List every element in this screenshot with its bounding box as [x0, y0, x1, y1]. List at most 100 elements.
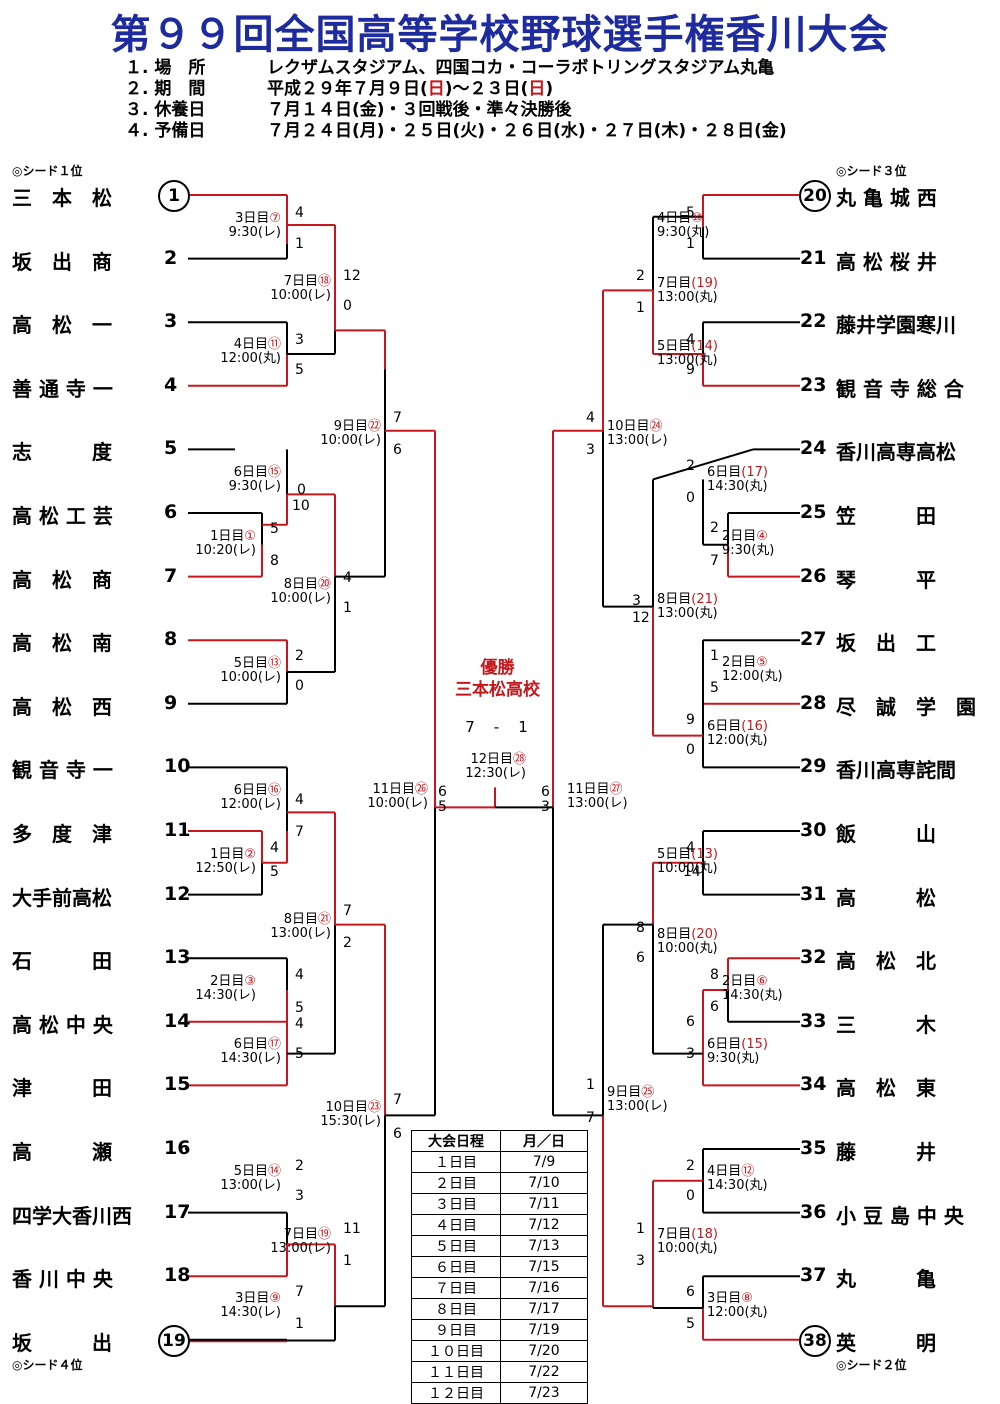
match-time: 10:00(レ)	[270, 591, 331, 606]
schedule-header-day: 大会日程	[411, 1130, 501, 1152]
team-name: 香川高専高松	[836, 440, 956, 465]
seed-label-2: ◎シード２位	[836, 1358, 907, 1372]
schedule-day: ７日目	[411, 1277, 501, 1299]
match-time: 10:00(丸)	[657, 1241, 718, 1256]
schedule-day: ６日目	[411, 1256, 501, 1278]
match-day: 2日目	[722, 529, 757, 544]
match-day: 11日目	[372, 782, 415, 797]
score: 3	[541, 799, 550, 815]
team-number: 29	[800, 755, 827, 778]
match-day: 6日目	[233, 465, 268, 480]
team-number: 14	[164, 1009, 191, 1032]
match-day: 8日目	[283, 577, 318, 592]
match-day: 2日目	[722, 655, 757, 670]
score: 4	[586, 410, 595, 426]
match-day: 9日目	[607, 1085, 642, 1100]
match-number: (16)	[741, 719, 768, 734]
team-name: 高 松	[836, 885, 936, 910]
team-number: 30	[800, 819, 827, 841]
match-info: 6日目(15)9:30(丸)	[707, 1038, 768, 1066]
match-time: 14:30(丸)	[707, 1178, 768, 1193]
schedule-day: ９日目	[411, 1319, 501, 1341]
team-name: 丸 亀 城 西	[836, 186, 937, 210]
match-day: 4日目	[233, 337, 268, 352]
match-time: 14:30(丸)	[722, 988, 783, 1003]
match-number: (19)	[691, 276, 718, 291]
tournament-info: １. 場 所レクザムスタジアム、四国コカ・コーラボトリングスタジアム丸亀 ２. …	[125, 58, 787, 142]
schedule-date: 7/20	[500, 1340, 588, 1362]
match-time: 14:30(丸)	[707, 479, 768, 494]
team-name: 高 松 東	[836, 1076, 936, 1101]
schedule-date: 7/15	[500, 1256, 588, 1278]
match-day: 6日目	[707, 465, 742, 480]
team-number: 31	[800, 882, 827, 905]
match-number: ⑱	[317, 274, 331, 289]
team-number: 33	[800, 1009, 827, 1032]
match-number: ㉑	[317, 912, 331, 927]
score: 2	[686, 458, 695, 474]
score: 3	[632, 593, 641, 609]
team-number: 36	[800, 1200, 827, 1223]
score: 5	[295, 1000, 304, 1016]
score: 11	[343, 1221, 361, 1237]
match-day: 10日目	[607, 419, 650, 434]
team-name: 坂 出	[12, 1330, 112, 1355]
score: 1	[343, 1253, 352, 1269]
schedule-date: 7/22	[500, 1361, 588, 1383]
schedule-header-date: 月／日	[500, 1130, 588, 1152]
match-time: 14:30(レ)	[220, 1305, 281, 1320]
team-name: 四学大香川西	[12, 1203, 132, 1228]
match-day: 10日目	[325, 1100, 368, 1115]
score: 8	[710, 967, 719, 983]
champion-label: 優勝	[480, 658, 515, 678]
match-time: 13:00(丸)	[657, 353, 718, 368]
match-number: ㉔	[649, 419, 663, 434]
team-name: 高 松 北	[836, 949, 936, 974]
team-name: 大手前高松	[12, 885, 112, 910]
match-time: 10:00(レ)	[367, 796, 428, 811]
match-number: (14)	[691, 339, 718, 354]
score: 1	[586, 1077, 595, 1093]
score: 6	[710, 999, 719, 1015]
team-name: 津 田	[12, 1076, 112, 1101]
match-number: ⑧	[741, 1291, 753, 1306]
info-period: ２. 期 間平成２９年７月９日(日)～２３日(日)	[125, 79, 554, 99]
match-time: 13:00(レ)	[567, 796, 628, 811]
match-day: 3日目	[235, 1291, 270, 1306]
team-name: 高 松 工 芸	[12, 504, 113, 528]
seed-number-circle: 20	[799, 180, 831, 212]
score: 1	[343, 600, 352, 616]
team-name: 香川高専詫間	[836, 758, 956, 783]
match-day: 4日目	[707, 1164, 742, 1179]
score: 7	[295, 824, 304, 840]
score: 2	[295, 1158, 304, 1174]
team-name: 尽 誠 学 園	[836, 694, 976, 719]
score: 2	[343, 935, 352, 951]
score: 4	[686, 332, 695, 348]
score: 6	[438, 784, 447, 800]
team-number: 22	[800, 310, 827, 333]
score: 5	[270, 864, 279, 880]
match-day: 3日目	[235, 211, 270, 226]
schedule-day: ４日目	[411, 1214, 501, 1236]
seed-number-circle: 38	[799, 1324, 831, 1357]
score: 14	[683, 864, 701, 880]
team-name: 高 瀬	[12, 1140, 112, 1164]
match-number: ㉗	[609, 782, 623, 797]
match-info: 5日目(14)13:00(丸)	[657, 340, 718, 368]
team-number: 6	[164, 501, 178, 523]
match-info: 6日目(16)12:00(丸)	[707, 720, 768, 748]
match-info: 8日目(20)10:00(丸)	[657, 928, 718, 956]
team-number: 16	[164, 1137, 191, 1159]
schedule-day: ３日目	[411, 1193, 501, 1215]
